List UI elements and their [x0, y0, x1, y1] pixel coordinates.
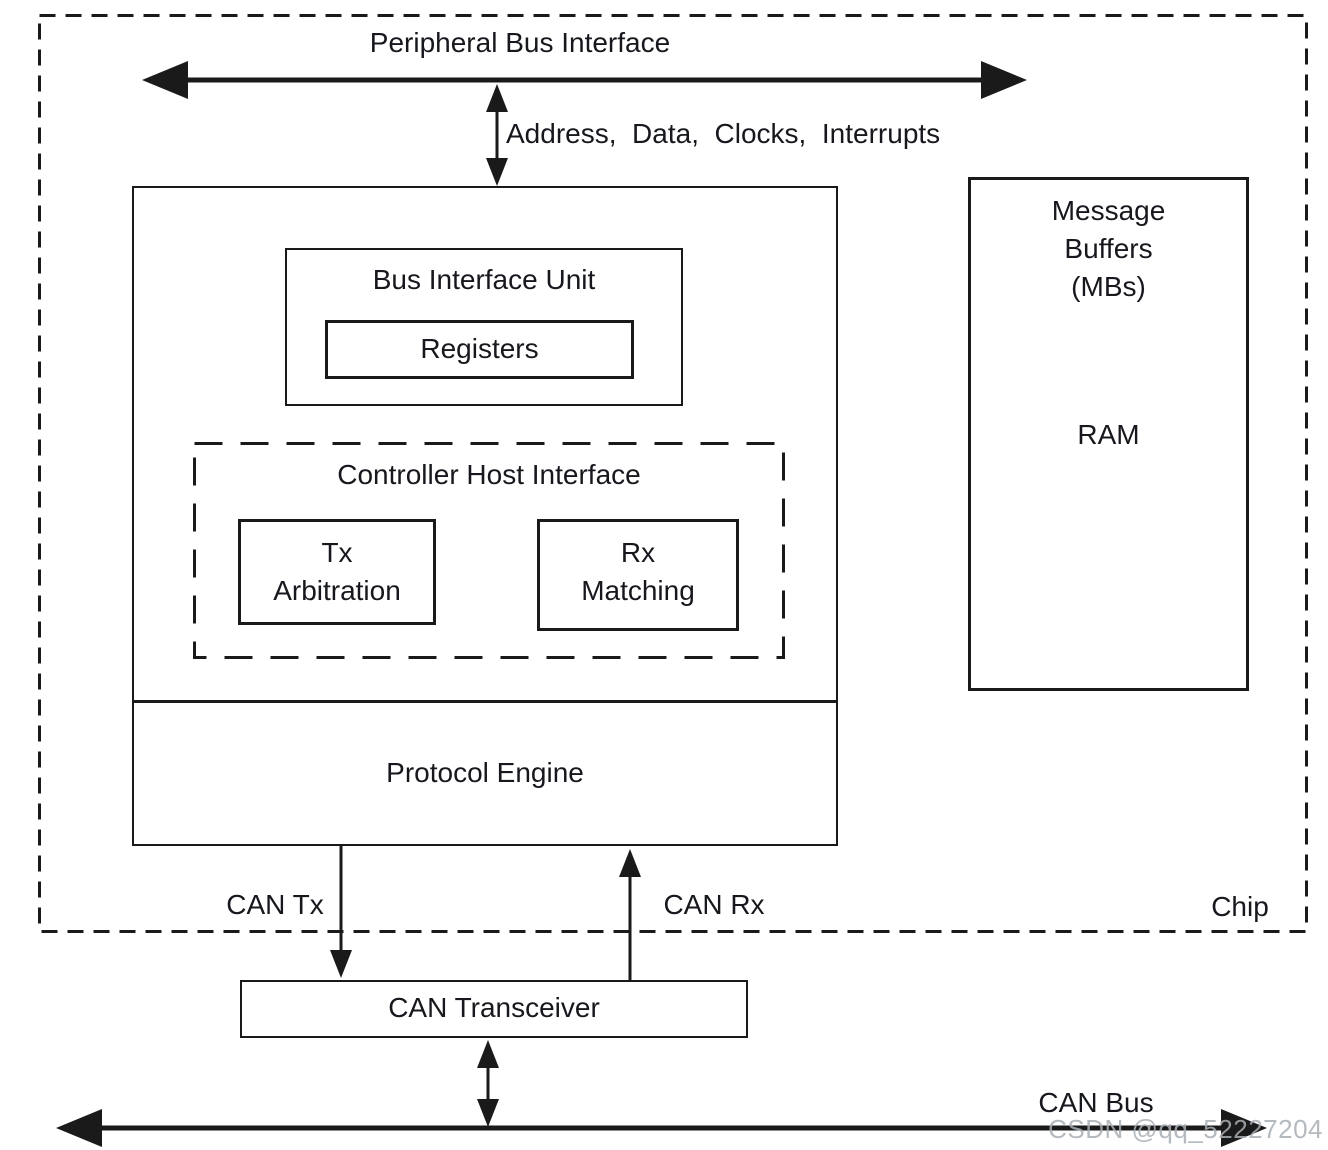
can-rx-label: CAN Rx	[663, 889, 765, 920]
can-transceiver-box	[240, 980, 748, 1038]
tx-arbitration-label: Tx Arbitration	[273, 537, 401, 606]
rx-matching-box	[537, 519, 739, 631]
can-bus-arrow	[56, 1109, 1267, 1147]
registers-box	[325, 320, 634, 379]
bus-signals-double-arrow	[486, 84, 508, 186]
can-tx-label: CAN Tx	[226, 889, 324, 920]
peripheral-bus-arrow	[142, 61, 1027, 99]
tx-arbitration-box	[238, 519, 436, 625]
message-buffers-label: Message Buffers (MBs)	[1051, 195, 1166, 302]
csdn-watermark: CSDN @qq_52227204	[1048, 1114, 1323, 1144]
ram-label: RAM	[1077, 419, 1140, 450]
can-tx-arrow	[330, 845, 352, 978]
protocol-engine-divider-line	[132, 700, 838, 703]
can-bus-label: CAN Bus	[1038, 1087, 1154, 1118]
rx-matching-label: Rx Matching	[581, 537, 695, 606]
chip-label: Chip	[1211, 891, 1269, 922]
bus-signals-label: Address, Data, Clocks, Interrupts	[506, 118, 941, 149]
bus-interface-unit-label: Bus Interface Unit	[372, 264, 596, 295]
protocol-engine-label: Protocol Engine	[386, 757, 584, 788]
chi-dashed-border	[193, 442, 785, 659]
can-rx-arrow	[619, 849, 641, 980]
peripheral-bus-interface-label: Peripheral Bus Interface	[369, 27, 671, 58]
can-transceiver-label: CAN Transceiver	[388, 992, 600, 1023]
transceiver-bus-double-arrow	[477, 1040, 499, 1127]
flexcan-module-box	[132, 186, 838, 846]
message-buffers-box	[968, 177, 1249, 691]
controller-host-interface-label: Controller Host Interface	[337, 459, 641, 490]
chip-boundary-dashed-border	[38, 14, 1308, 933]
registers-label: Registers	[420, 333, 539, 364]
